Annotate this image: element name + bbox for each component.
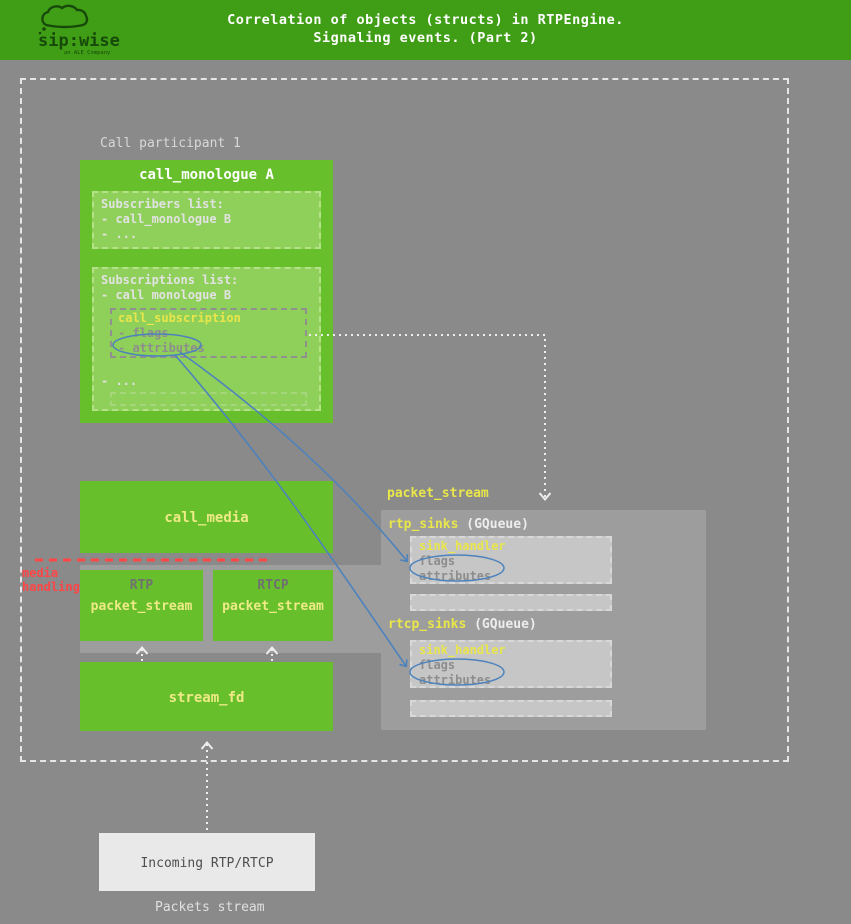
rtcp-sinks-name: rtcp_sinks [388,617,467,632]
sink-handler-attributes: attributes [419,569,492,583]
call-subscription-box: call_subscription - flags - attributes [110,308,307,358]
call-monologue-title: call_monologue A [139,167,274,183]
call-monologue-box: call_monologue A Subscribers list: - cal… [80,160,333,423]
subscribers-list-box: Subscribers list: - call_monologue B - .… [92,191,321,249]
rtp-sink-empty-slot [410,594,612,611]
sipwise-logo: sip:wise an ALE Company [30,4,130,60]
logo-brand-text: sip:wise [38,31,120,51]
subscriptions-more: - ... [101,374,138,388]
rtp-sinks-type: (GQueue) [466,517,529,532]
media-handling-label: media handling [22,566,80,594]
sink-handler-flags: flags [419,554,456,568]
call-subscription-title: call_subscription [118,311,241,325]
rtp-sinks-name: rtp_sinks [388,517,459,532]
rtp-packet-stream-title: packet_stream [90,599,193,614]
subscription-empty-slot [110,392,307,406]
rtcp-packet-stream-box: RTCP packet_stream [213,570,333,641]
subscriptions-item: - call monologue B [101,288,232,302]
packet-stream-panel-caption: packet_stream [387,486,489,501]
rtcp-sinks-type: (GQueue) [474,617,537,632]
rtcp-packet-stream-title: packet_stream [222,599,324,614]
rtp-tag: RTP [129,578,154,593]
title-line-1: Correlation of objects (structs) in RTPE… [227,12,624,28]
logo-tagline-text: an ALE Company [64,50,111,56]
call-media-title: call_media [164,510,249,526]
sipwise-cloud-icon: sip:wise an ALE Company [38,4,120,56]
incoming-rtp-rtcp-box: Incoming RTP/RTCP [99,833,315,891]
packet-stream-panel: rtp_sinks (GQueue) sink_handler flags at… [381,510,706,730]
rtcp-sink-handler-box: sink_handler flags attributes [410,640,612,688]
subscribers-item: - call_monologue B [101,212,232,226]
sink-handler-title: sink_handler [419,643,506,657]
sink-handler-attributes: attributes [419,673,492,687]
title-line-2: Signaling events. (Part 2) [313,30,538,46]
packets-stream-label: Packets stream [155,900,265,915]
subscribers-item-more: - ... [101,227,138,241]
call-subscription-flags: - flags [118,326,169,340]
rtp-packet-stream-box: RTP packet_stream [80,570,203,641]
rtp-sinks-label: rtp_sinks (GQueue) [388,517,529,532]
stream-fd-box: stream_fd [80,662,333,731]
media-handling-line1: media [22,566,59,580]
subscriptions-title: Subscriptions list: [101,273,239,287]
call-participant-label: Call participant 1 [100,136,241,151]
call-media-box: call_media [80,481,333,553]
sink-handler-title: sink_handler [419,539,506,553]
incoming-title: Incoming RTP/RTCP [140,856,274,871]
subscribers-title: Subscribers list: [101,197,224,211]
header-bar: sip:wise an ALE Company Correlation of o… [0,0,851,60]
rtcp-tag: RTCP [257,578,289,593]
stream-fd-title: stream_fd [168,690,245,706]
media-handling-line2: handling [22,580,80,594]
page-title: Correlation of objects (structs) in RTPE… [0,11,851,47]
diagram-frame [20,78,789,762]
subscriptions-list-box: Subscriptions list: - call monologue B c… [92,267,321,411]
rtp-sink-handler-box: sink_handler flags attributes [410,536,612,584]
sink-handler-flags: flags [419,658,456,672]
call-subscription-attributes: - attributes [118,341,205,355]
rtcp-sinks-label: rtcp_sinks (GQueue) [388,617,537,632]
rtcp-sink-empty-slot [410,700,612,717]
